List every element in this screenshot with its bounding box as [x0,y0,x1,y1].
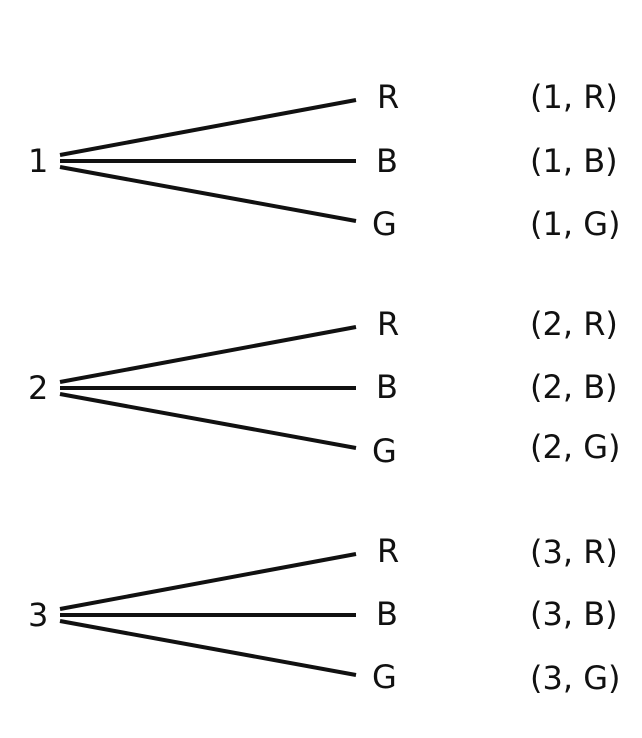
tree-group-1: 1 R B G (1, R) (1, B) (1, G) [28,78,620,243]
leaf-label-2-b: B [376,368,398,406]
leaf-label-3-g: G [372,658,397,696]
leaf-label-3-b: B [376,595,398,633]
outcome-label-1-b: (1, B) [530,142,618,180]
root-label-2: 2 [28,369,48,407]
outcome-label-3-b: (3, B) [530,595,618,633]
outcome-label-2-r: (2, R) [530,305,618,343]
root-label-1: 1 [28,142,48,180]
leaf-label-1-r: R [377,78,399,116]
leaf-label-1-g: G [372,205,397,243]
outcome-label-1-g: (1, G) [530,205,620,243]
tree-group-3: 3 R B G (3, R) (3, B) (3, G) [28,532,620,697]
branch-1-r [59,98,357,157]
outcome-label-3-g: (3, G) [530,659,620,697]
outcome-label-1-r: (1, R) [530,78,618,116]
leaf-label-3-r: R [377,532,399,570]
tree-group-2: 2 R B G (2, R) (2, B) (2, G) [28,305,620,470]
branch-2-r [59,325,357,384]
outcome-label-2-b: (2, B) [530,368,618,406]
outcome-label-2-g: (2, G) [530,428,620,466]
leaf-label-1-b: B [376,142,398,180]
branch-3-r [59,552,357,611]
branch-2-g [59,392,357,450]
root-label-3: 3 [28,596,48,634]
outcome-label-3-r: (3, R) [530,533,618,571]
leaf-label-2-g: G [372,432,397,470]
leaf-label-2-r: R [377,305,399,343]
branch-3-g [59,619,357,677]
branch-1-g [59,165,357,223]
